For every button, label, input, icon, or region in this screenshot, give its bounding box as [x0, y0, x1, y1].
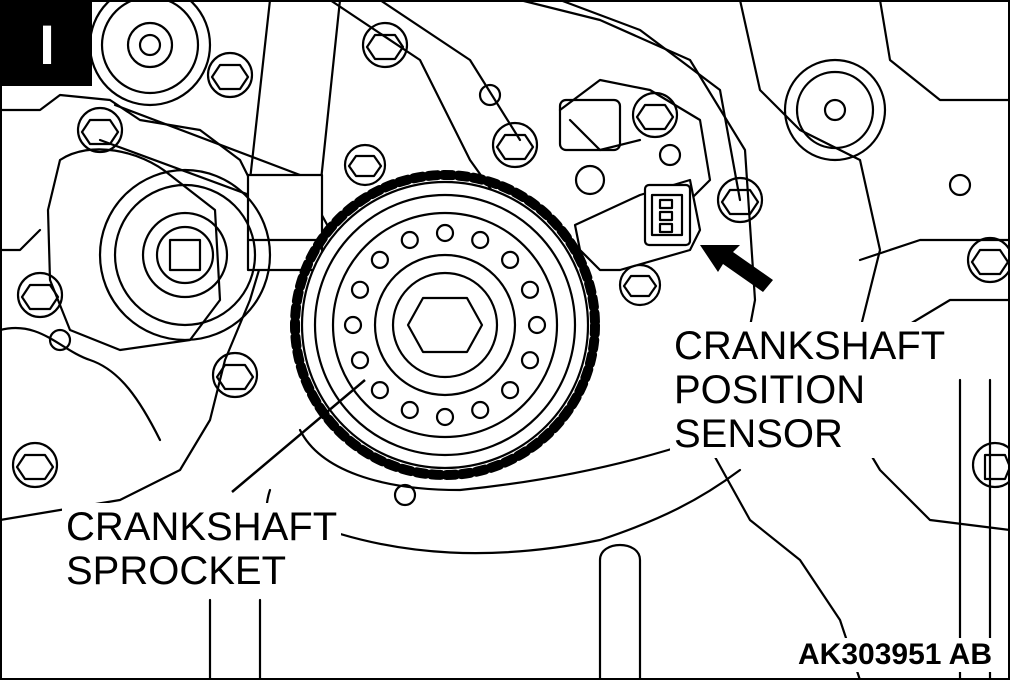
bolt-icon — [971, 441, 1010, 489]
bolt-icon — [716, 176, 764, 224]
sprocket-hole — [471, 230, 490, 250]
sprocket-hole — [520, 280, 540, 299]
sprocket-leader-line — [231, 379, 366, 493]
camshaft-sprocket — [88, 0, 212, 107]
sprocket-hole — [350, 280, 370, 299]
sprocket-label-line-1: CRANKSHAFT — [66, 505, 338, 549]
sprocket-label-line-2: SPROCKET — [66, 549, 287, 593]
sprocket-hole — [471, 400, 490, 420]
bolt-icon — [16, 271, 64, 319]
bolt-icon — [11, 441, 59, 489]
sprocket-hole — [435, 407, 455, 427]
tensioner-pulley — [98, 168, 272, 342]
bolt-icon — [343, 143, 387, 187]
sprocket-hole — [527, 315, 547, 335]
sprocket-hole — [370, 250, 389, 269]
figure-code: AK303951 AB — [794, 638, 996, 672]
belt-tensioner-rod — [246, 0, 342, 272]
sprocket-hole — [350, 351, 370, 370]
sensor-arrow-icon — [700, 245, 773, 292]
bolts — [11, 21, 1010, 507]
crankshaft-sprocket-label: CRANKSHAFT SPROCKET — [62, 503, 342, 595]
bolt-icon — [618, 263, 662, 307]
sensor-label-line-1: CRANKSHAFT — [674, 324, 946, 368]
bolt-icon — [76, 106, 124, 154]
bolt-icon — [966, 236, 1010, 284]
bolt-icon — [574, 164, 606, 196]
sprocket-hole — [370, 381, 389, 400]
sprocket-hole — [435, 223, 455, 243]
bolt-icon — [211, 351, 259, 399]
bolt-icon — [206, 51, 254, 99]
sprocket-hole — [501, 250, 520, 269]
sprocket-hole — [343, 315, 363, 335]
crankshaft-position-sensor-label: CRANKSHAFT POSITION SENSOR — [670, 322, 950, 458]
sprocket-hole — [400, 230, 419, 250]
crankshaft-sprocket — [290, 170, 600, 480]
sprocket-hole — [501, 381, 520, 400]
sprocket-hole — [400, 400, 419, 420]
bolt-icon — [631, 91, 679, 139]
sensor-label-line-2: POSITION — [674, 368, 866, 412]
bolt-icon — [491, 121, 539, 169]
crankshaft-position-sensor — [573, 178, 702, 272]
bolt-icon — [361, 21, 409, 69]
sensor-label-line-3: SENSOR — [674, 412, 843, 456]
idler-pulley — [783, 58, 887, 162]
figure-badge: I — [2, 2, 92, 86]
sprocket-hole — [520, 351, 540, 370]
